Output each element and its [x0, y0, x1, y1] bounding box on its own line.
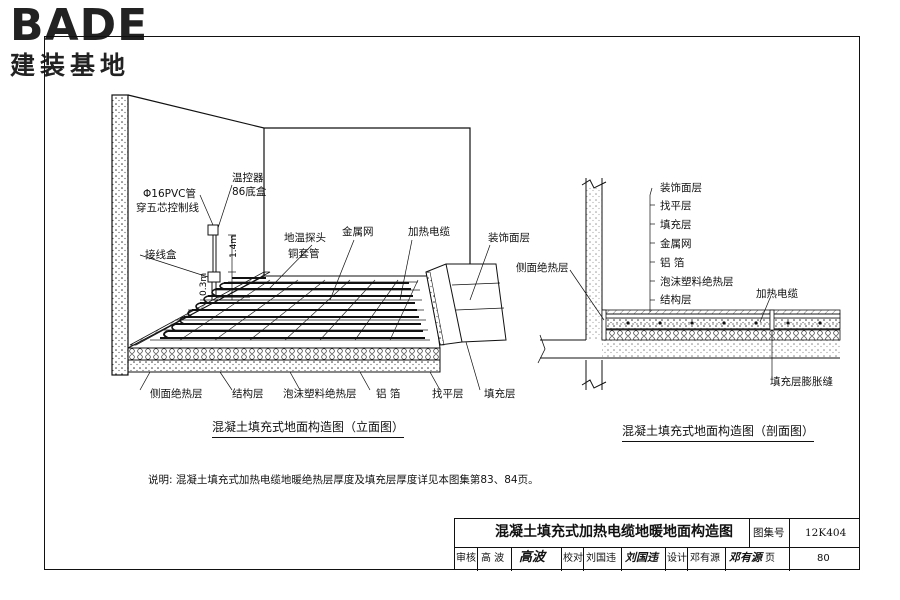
- checker-name: 刘国违: [586, 553, 616, 564]
- sect-fill-layer: [601, 317, 841, 330]
- label-thermostat: 温控器: [232, 172, 264, 184]
- sect-level-layer: [601, 313, 841, 319]
- note-text: 说明: 混凝土填充式加热电缆地暖绝热层厚度及填充层厚度详见本图集第83、84页。: [148, 474, 539, 486]
- sect-foam-layer: [601, 329, 841, 341]
- label-finish: 装饰面层: [488, 232, 530, 244]
- drawing-frame: [44, 36, 860, 570]
- designer-signature: 邓有源: [729, 551, 762, 564]
- label-mesh: 金属网: [342, 226, 374, 238]
- sect-label-side-insulation: 侧面绝热层: [516, 262, 569, 274]
- logo-brand-cn: 建装基地: [10, 51, 131, 80]
- label-pvc: Φ16PVC管: [143, 188, 196, 200]
- sect-label-joint: 填充层膨胀缝: [770, 376, 833, 388]
- elev-dim-300: 0.3m: [199, 273, 209, 296]
- sect-side-insulation: [601, 309, 607, 341]
- sect-expansion-joint: [769, 309, 775, 331]
- design-label: 设计: [667, 553, 687, 564]
- elev-junction-box: [207, 271, 221, 283]
- section-title: 混凝土填充式地面构造图（剖面图）: [622, 422, 815, 442]
- atlas-label: 图集号: [753, 527, 785, 539]
- sect-label-foil: 铝 箔: [660, 257, 685, 269]
- checker-signature: 刘国违: [625, 551, 658, 564]
- label-fill: 填充层: [484, 388, 516, 400]
- elevation-title: 混凝土填充式地面构造图（立面图）: [212, 418, 405, 438]
- elev-foam-layer: [127, 347, 441, 361]
- drawing-title: 混凝土填充式加热电缆地暖地面构造图: [495, 524, 733, 540]
- label-junction: 接线盒: [145, 249, 177, 261]
- elev-structure-layer: [127, 359, 441, 373]
- sect-slab: [537, 334, 840, 364]
- check-label: 校对: [563, 553, 583, 564]
- page-number: 80: [817, 553, 830, 564]
- reviewer-signature: 高波: [519, 550, 546, 565]
- label-cable: 加热电缆: [408, 226, 450, 238]
- elev-back-wall: [127, 94, 471, 270]
- label-foam: 泡沫塑料绝热层: [283, 388, 357, 400]
- sect-label-cable: 加热电缆: [756, 288, 798, 300]
- elev-thermostat-box: [207, 224, 219, 236]
- label-probe: 地温探头: [284, 232, 326, 244]
- sect-heating-cable: [626, 321, 822, 325]
- sect-label-foam: 泡沫塑料绝热层: [660, 276, 734, 288]
- elev-left-wall: [111, 94, 129, 376]
- reviewer-name: 高 波: [481, 553, 505, 564]
- elev-dim-1400: 1.4m: [229, 235, 239, 258]
- label-structure: 结构层: [232, 388, 264, 400]
- label-foil: 铝 箔: [376, 388, 401, 400]
- page-label: 页: [765, 553, 775, 564]
- designer-name: 邓有源: [690, 553, 720, 564]
- sect-finish-layer: [601, 309, 841, 315]
- title-block: 混凝土填充式加热电缆地暖地面构造图 图集号 12K404 审核 高 波 高波 校…: [454, 518, 860, 571]
- elev-heating-cable: [160, 282, 425, 339]
- label-wire: 穿五芯控制线: [136, 202, 199, 214]
- sect-label-mesh: 金属网: [660, 238, 692, 250]
- label-box86: 86底盒: [232, 186, 267, 198]
- sect-label-finish: 装饰面层: [660, 182, 702, 194]
- sect-label-level: 找平层: [660, 200, 692, 212]
- sect-label-structure: 结构层: [660, 294, 692, 306]
- review-label: 审核: [456, 553, 476, 564]
- sect-label-fill: 填充层: [660, 219, 692, 231]
- atlas-number: 12K404: [805, 527, 847, 539]
- label-side-insulation: 侧面绝热层: [150, 388, 203, 400]
- label-level: 找平层: [432, 388, 464, 400]
- logo-brand-en: BADE: [10, 0, 149, 51]
- label-sleeve: 铜套管: [288, 248, 320, 260]
